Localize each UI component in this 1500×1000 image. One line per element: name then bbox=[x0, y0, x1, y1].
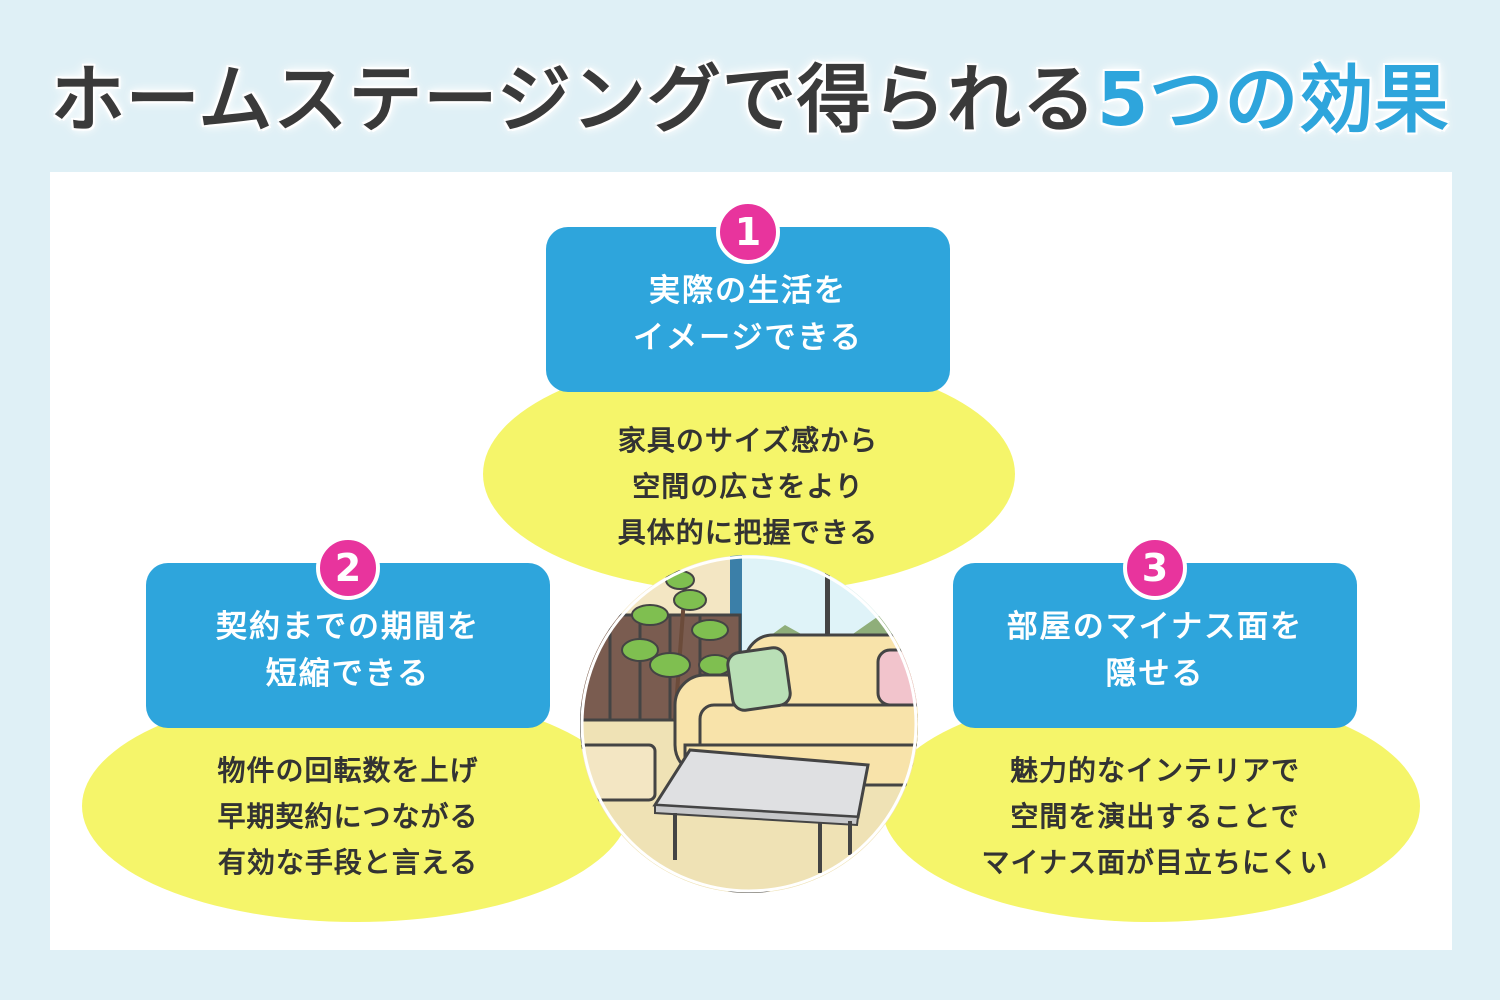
effect-1-description-line-3: 具体的に把握できる bbox=[617, 516, 879, 549]
effect-3-heading-line-2: 隠せる bbox=[1105, 655, 1205, 692]
effect-2-description: 物件の回転数を上げ 早期契約につながる 有効な手段と言える bbox=[146, 748, 550, 886]
effect-3-description-line-1: 魅力的なインテリアで bbox=[1009, 754, 1300, 787]
effect-1-description-line-1: 家具のサイズ感から bbox=[617, 424, 879, 457]
effect-2-description-line-2: 早期契約につながる bbox=[217, 800, 479, 833]
effect-2-blob bbox=[82, 690, 630, 922]
effect-2-description-line-1: 物件の回転数を上げ bbox=[217, 754, 479, 787]
title-accent: 5つの効果 bbox=[1096, 57, 1450, 143]
effect-3-description: 魅力的なインテリアで 空間を演出することで マイナス面が目立ちにくい bbox=[935, 748, 1375, 886]
effect-3-description-line-3: マイナス面が目立ちにくい bbox=[981, 846, 1329, 879]
effect-2-number-badge: 2 bbox=[316, 536, 380, 600]
page-title: ホームステージングで得られる5つの効果 bbox=[0, 40, 1500, 147]
effect-1-blob bbox=[483, 355, 1015, 593]
effect-1-description: 家具のサイズ感から 空間の広さをより 具体的に把握できる bbox=[548, 418, 948, 556]
living-room-illustration bbox=[580, 555, 918, 893]
effect-1-heading-line-1: 実際の生活を bbox=[649, 272, 847, 309]
effect-1-number-badge: 1 bbox=[716, 200, 780, 264]
effect-3-description-line-2: 空間を演出することで bbox=[1010, 800, 1300, 833]
title-main: ホームステージングで得られる bbox=[50, 57, 1097, 143]
effect-1-heading-line-2: イメージできる bbox=[633, 319, 863, 356]
effect-2-heading-line-2: 短縮できる bbox=[265, 655, 431, 692]
effect-3-heading-line-1: 部屋のマイナス面を bbox=[1006, 608, 1304, 645]
effect-2-heading-line-1: 契約までの期間を bbox=[216, 608, 480, 645]
effect-1-description-line-2: 空間の広さをより bbox=[632, 470, 864, 503]
side-bench bbox=[580, 743, 657, 802]
effect-3-number-badge: 3 bbox=[1123, 536, 1187, 600]
effect-3-blob bbox=[882, 690, 1420, 922]
cushion-green bbox=[726, 646, 792, 712]
cushion-pink bbox=[876, 648, 918, 707]
effect-2-card: 契約までの期間を 短縮できる bbox=[146, 563, 550, 728]
plant-leaf bbox=[673, 589, 707, 611]
effect-2-description-line-3: 有効な手段と言える bbox=[217, 846, 479, 879]
